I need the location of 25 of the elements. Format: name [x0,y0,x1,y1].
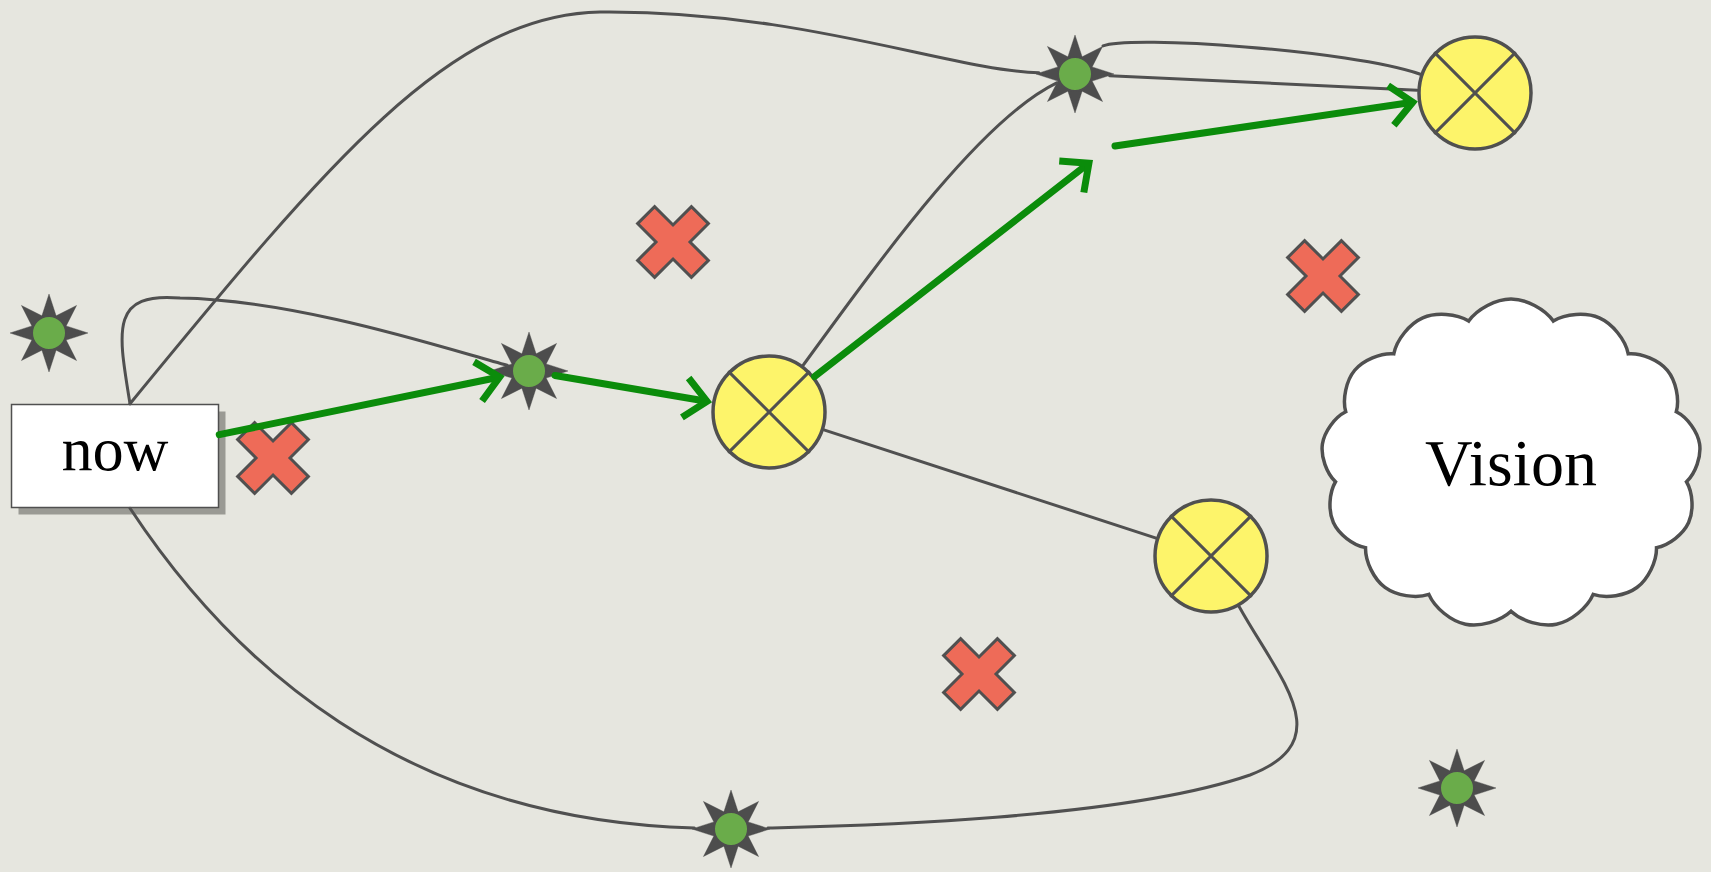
arrow [1111,82,1418,150]
cross-marker [235,420,311,496]
arrow [811,157,1093,381]
star-marker [1417,748,1497,828]
star-marker [1035,34,1115,114]
crossed-circle [1153,498,1269,614]
connector-line [128,10,1041,406]
crossed-circle [711,354,827,470]
text-box: now [10,403,226,515]
cross-marker [635,204,711,280]
crossed-circle [1417,35,1533,151]
arrow [215,358,505,439]
star-marker [9,293,89,373]
star-marker [691,789,771,869]
connector-line [1101,40,1422,76]
connector-line [766,604,1299,830]
connector-line [1108,74,1419,92]
cross-marker [941,636,1017,712]
connector-line [822,428,1158,540]
connector-line [120,295,509,406]
connector-line [801,81,1059,367]
arrow [551,371,713,421]
connector-line [128,506,696,830]
cross-marker [1285,238,1361,314]
cloud: Vision [1320,297,1702,627]
